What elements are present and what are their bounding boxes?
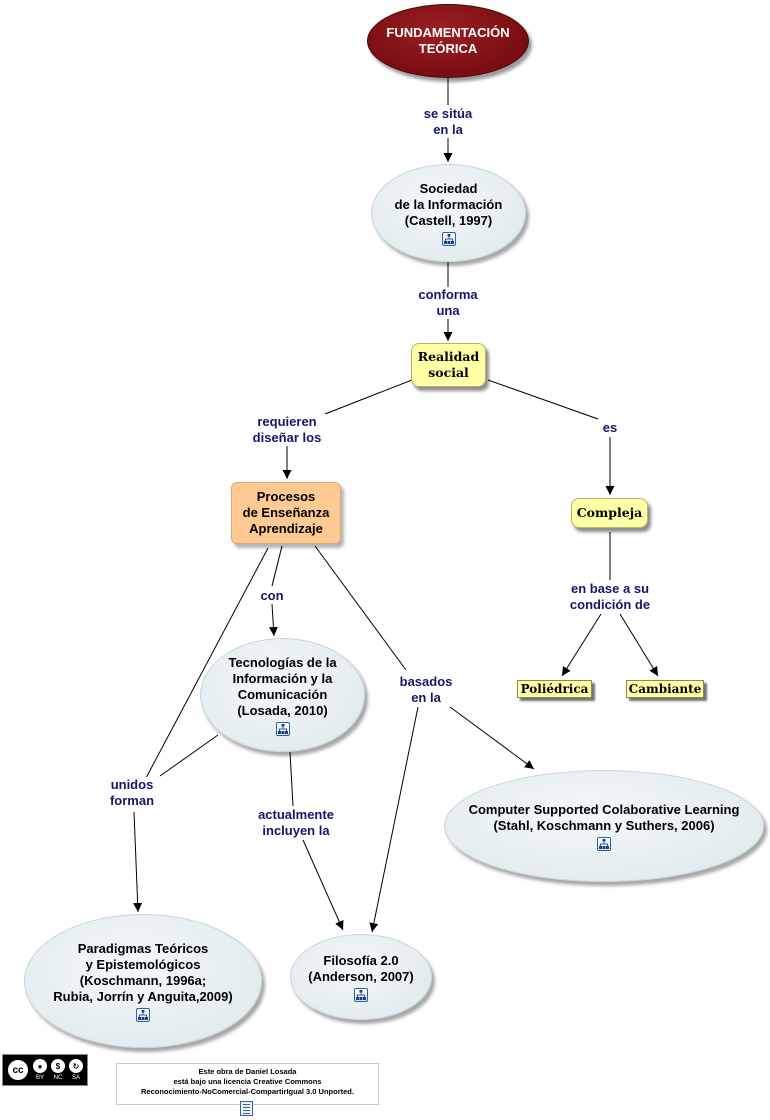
line-procesos-unidos [145,547,269,779]
license-notice: Este obra de Daniel Losada está bajo una… [116,1063,379,1105]
attribution-icon: ● [32,1058,48,1074]
concept-tic[interactable]: Tecnologías de la Información y la Comun… [200,638,365,752]
concept-fundamentacion-teorica[interactable]: FUNDAMENTACIÓN TEÓRICA [367,4,529,78]
line-realidad-requieren [324,379,413,415]
concept-realidad-social[interactable]: Realidad social [411,343,486,387]
line-tic-actualmente [289,751,294,807]
link-label-con: con [256,588,288,604]
concept-filosofia-2-0[interactable]: Filosofía 2.0 (Anderson, 2007) [290,934,432,1020]
concept-map-icon[interactable] [441,231,456,246]
concept-map-icon[interactable] [275,721,290,736]
arrow-enbase-cambiante [619,613,659,677]
concept-cscl[interactable]: Computer Supported Colaborative Learning… [444,770,764,882]
line-procesos-basados [314,545,407,671]
concept-sociedad-informacion[interactable]: Sociedad de la Información (Castell, 199… [371,164,526,262]
arrow-unidos-paradigmas [133,811,143,913]
sharealike-icon: ↻ [68,1058,84,1074]
creative-commons-badge[interactable]: cc ● BY $ NC ↻ SA [2,1054,88,1086]
cc-logo-icon: cc [6,1058,30,1082]
line-procesos-con [271,545,283,587]
concept-map-icon[interactable] [597,836,611,851]
link-label-es: es [597,420,623,436]
noncommercial-icon: $ [50,1058,66,1074]
document-icon[interactable] [240,1101,253,1116]
arrow-basados-cscl [449,706,535,770]
concept-cambiante[interactable]: Cambiante [626,680,704,698]
arrow-actualmente-filosofia [302,839,344,931]
concept-map-icon[interactable] [354,987,368,1002]
arrow-con-tic [268,603,278,637]
concept-compleja[interactable]: Compleja [571,498,648,528]
arrow-enbase-poliedrica [561,613,602,677]
line-realidad-es [487,379,599,420]
concept-paradigmas[interactable]: Paradigmas Teóricos y Epistemológicos (K… [24,914,262,1048]
arrow-basados-filosofia [369,706,419,933]
concept-procesos-ensenanza[interactable]: Procesos de Enseñanza Aprendizaje [231,482,341,544]
concept-poliedrica[interactable]: Poliédrica [517,680,592,698]
line-tic-unidos [159,734,219,777]
concept-map-icon[interactable] [136,1007,150,1022]
